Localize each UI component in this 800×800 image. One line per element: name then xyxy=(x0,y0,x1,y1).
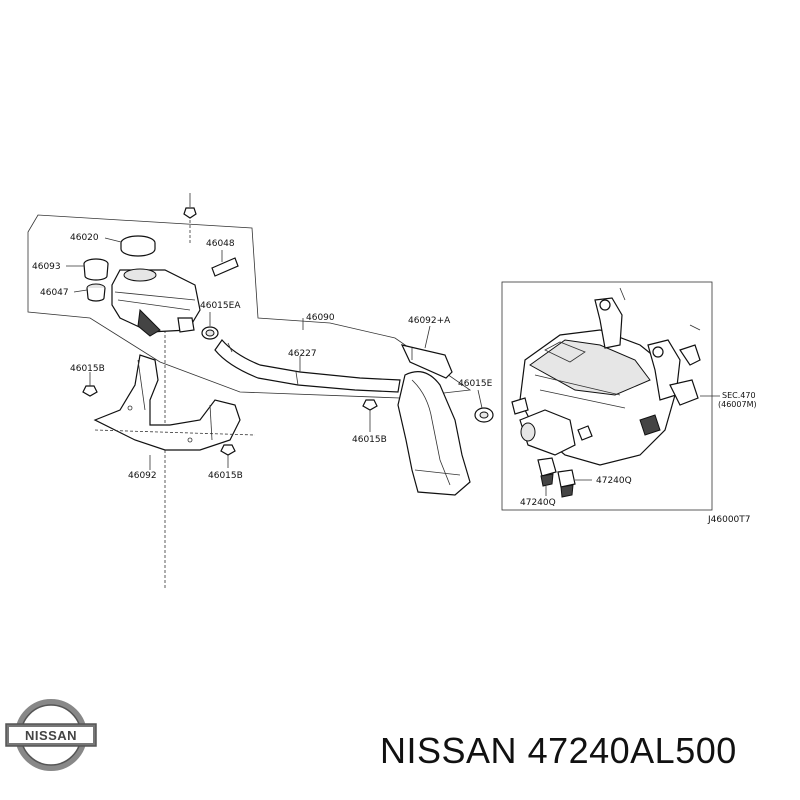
bolt-lower xyxy=(220,444,236,456)
reservoir-cap xyxy=(120,235,156,257)
label-46090: 46090 xyxy=(306,313,335,323)
label-46015ea: 46015EA xyxy=(200,301,241,311)
label-sec-ref: (46007M) xyxy=(718,400,757,409)
top-bolt xyxy=(164,193,197,590)
diagram-code: J46000T7 xyxy=(707,515,751,525)
leader-lines xyxy=(66,237,720,496)
bolt-left xyxy=(82,378,98,397)
supply-hose xyxy=(397,371,471,496)
label-46092: 46092 xyxy=(128,471,157,481)
hose-clamp-ea xyxy=(201,326,219,340)
brake-booster-assembly xyxy=(511,287,701,466)
reservoir-bracket xyxy=(93,354,256,451)
brake-fluid-sensor-b xyxy=(557,469,576,498)
label-46093: 46093 xyxy=(32,262,61,272)
caption-part-number: 47240AL500 xyxy=(527,730,737,771)
label-46048: 46048 xyxy=(206,239,235,249)
label-47240q-lower: 47240Q xyxy=(520,498,556,508)
part-caption: NISSAN 47240AL500 xyxy=(380,730,737,772)
cap-seal xyxy=(83,258,109,281)
logo-text: NISSAN xyxy=(25,728,77,743)
label-46092a: 46092+A xyxy=(408,316,451,326)
reservoir-group-outline xyxy=(27,214,472,399)
fluid-reservoir xyxy=(111,268,201,337)
nissan-logo-icon: NISSAN xyxy=(5,699,97,771)
return-hose xyxy=(214,339,401,393)
label-46015b-mid: 46015B xyxy=(352,435,387,445)
hose-clamp-e xyxy=(474,407,494,423)
label-47240q-right: 47240Q xyxy=(596,476,632,486)
label-46015b-left: 46015B xyxy=(70,364,105,374)
bolt-mid xyxy=(362,399,378,432)
short-hose xyxy=(211,257,239,277)
label-sec-470: SEC.470 xyxy=(722,391,756,400)
label-46020: 46020 xyxy=(70,233,99,243)
hose-bracket-a xyxy=(400,344,453,379)
brake-fluid-sensor-a xyxy=(537,457,557,487)
label-46015e: 46015E xyxy=(458,379,493,389)
strainer xyxy=(86,283,106,302)
label-46227: 46227 xyxy=(288,349,317,359)
label-46047: 46047 xyxy=(40,288,69,298)
label-46015b-lower: 46015B xyxy=(208,471,243,481)
caption-brand: NISSAN xyxy=(380,730,518,771)
